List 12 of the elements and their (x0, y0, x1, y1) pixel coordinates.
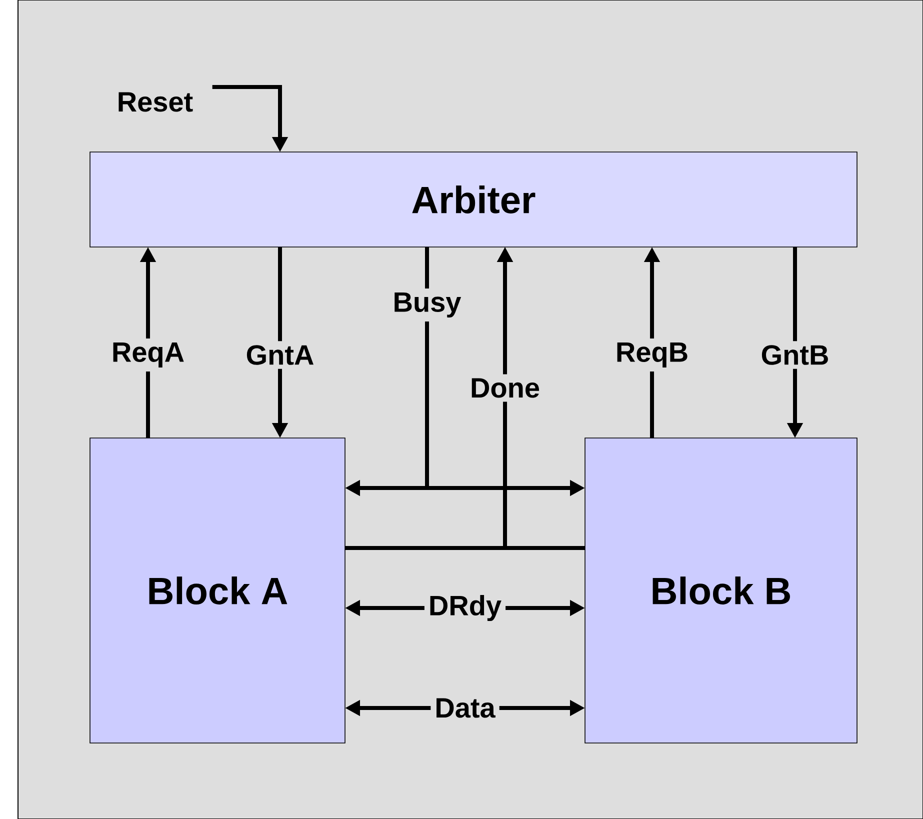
signal-label: Reset (118, 92, 193, 112)
edge-label: DRdy (424, 590, 506, 626)
arbiter-box: Arbiter (90, 152, 858, 248)
edge-label: ReqA (107, 338, 189, 372)
edge-label: Busy (388, 288, 466, 322)
edge-label: GntB (756, 341, 834, 369)
block-box: Block B (584, 438, 858, 744)
edge-label: ReqB (611, 338, 693, 372)
edge-label: Data (430, 694, 500, 722)
block-box: Block A (90, 438, 346, 744)
edge-label: Done (466, 374, 544, 402)
edge-label: GntA (242, 341, 318, 369)
